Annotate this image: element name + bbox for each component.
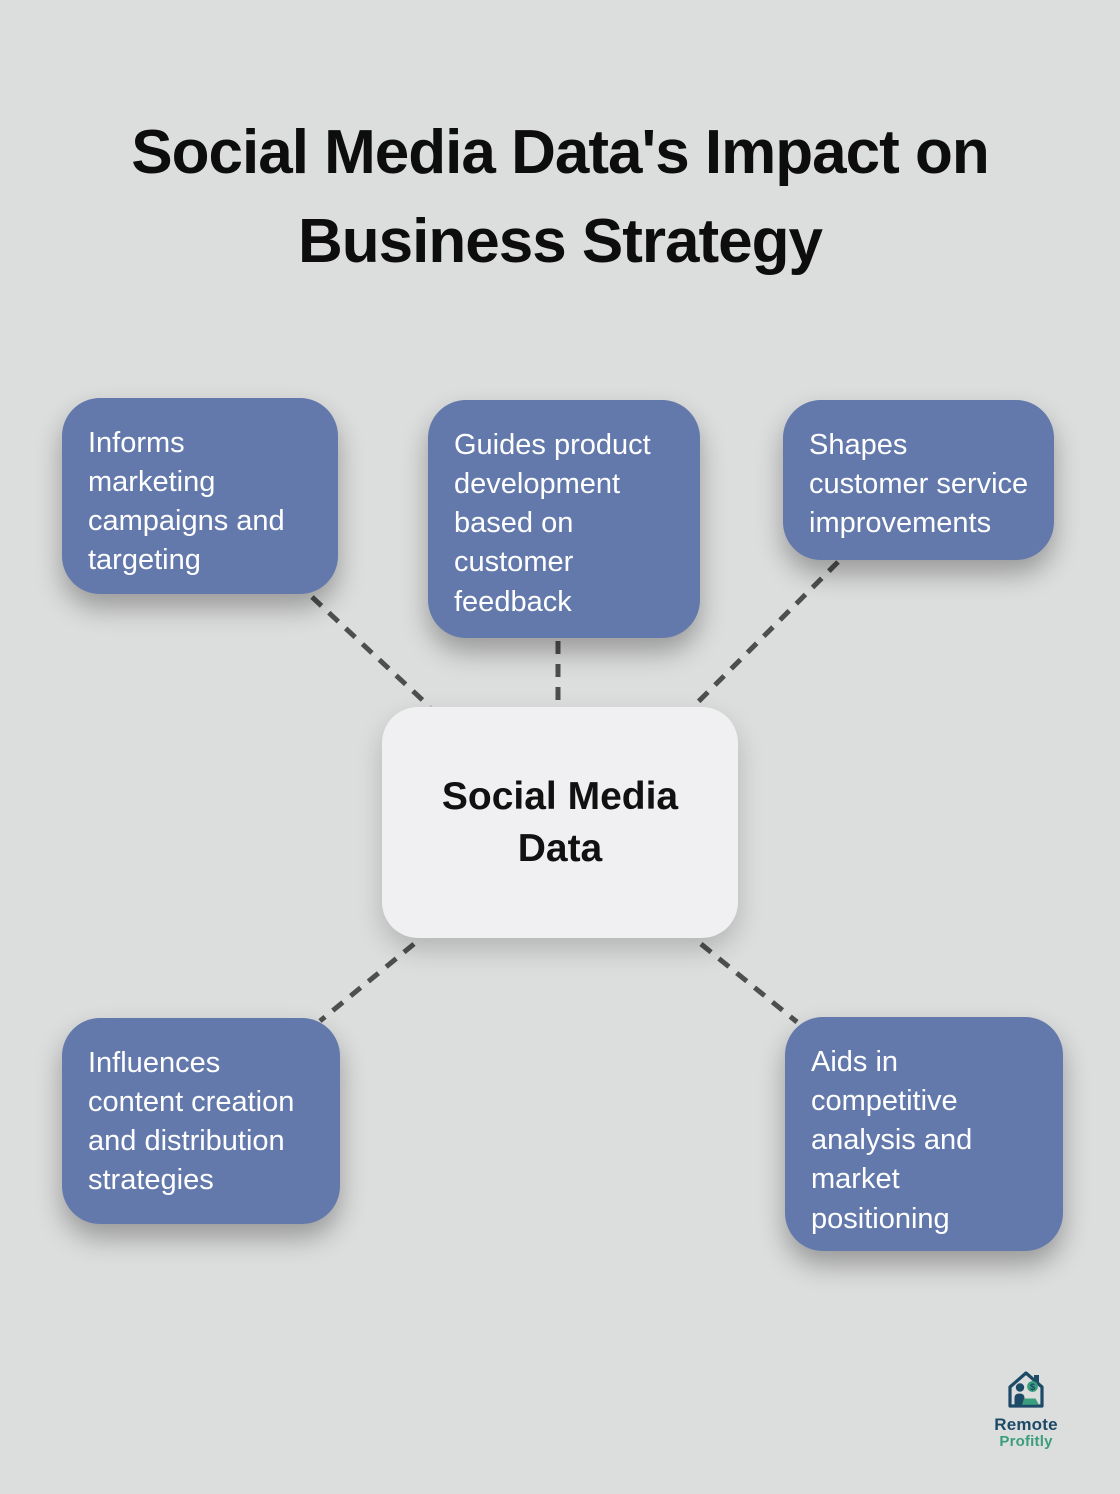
connector-bottom-left (318, 942, 416, 1023)
center-node: Social Media Data (382, 707, 738, 938)
person-head (1015, 1383, 1025, 1392)
node-label: Guides product development based on cust… (454, 429, 651, 618)
connector-top-right (691, 560, 840, 709)
connector-bottom-right (699, 942, 799, 1024)
logo-text-profitly: Profitly (999, 1433, 1053, 1450)
center-node-label: Social Media Data (441, 775, 679, 870)
node-informs-marketing: Informs marketing campaigns and targetin… (62, 398, 338, 594)
node-shapes-customer: Shapes customer service improvements (783, 400, 1054, 560)
logo-text-remote: Remote (994, 1415, 1058, 1434)
remote-profitly-house-icon: $ (1008, 1371, 1044, 1408)
person-body (1014, 1393, 1025, 1406)
node-aids-competitive: Aids in competitive analysis and market … (785, 1017, 1063, 1251)
node-guides-product: Guides product development based on cust… (428, 400, 700, 638)
dollar-sign: $ (1030, 1382, 1036, 1393)
node-label: Informs marketing campaigns and targetin… (88, 427, 285, 577)
node-label: Shapes customer service improvements (809, 429, 1029, 540)
connector-top-left (310, 595, 432, 709)
node-label: Aids in competitive analysis and market … (811, 1046, 973, 1235)
page-title: Social Media Data's Impact on Business S… (131, 118, 989, 277)
node-label: Influences content creation and distribu… (88, 1047, 295, 1197)
node-influences-content: Influences content creation and distribu… (62, 1018, 340, 1224)
dollar-badge (1027, 1381, 1038, 1392)
laptop-shape (1022, 1398, 1039, 1405)
house-outline (1008, 1371, 1044, 1408)
brand-logo: $ Remote Profitly (978, 1366, 1074, 1450)
chimney-shape (1034, 1375, 1039, 1383)
